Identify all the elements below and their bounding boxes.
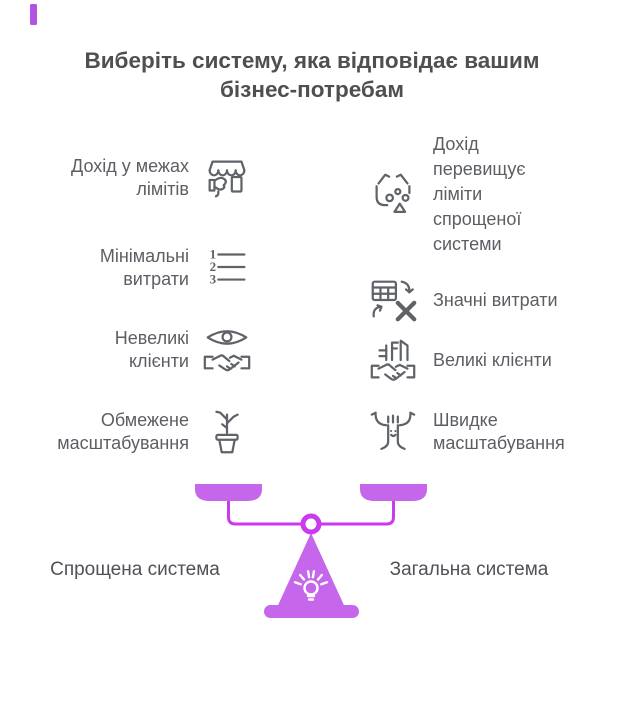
left-pan (195, 484, 262, 501)
page-title: Виберіть систему, яка відповідає вашим б… (84, 48, 540, 102)
numbered-list-icon: 1 2 3 (200, 241, 254, 295)
item-label: Значні витрати (433, 289, 558, 310)
benefit-item-small-clients: Невеликі клієнти (30, 318, 254, 382)
benefit-item-significant-costs: Значні витрати (366, 270, 612, 330)
tree-icon (366, 405, 420, 459)
item-label: Дохід у межах лімітів (71, 156, 189, 199)
right-verdict-label: Загальна система (389, 559, 549, 580)
svg-text:2: 2 (210, 259, 217, 274)
item-label: Мінімальні витрати (99, 246, 189, 289)
pivot-ring (300, 513, 322, 535)
building-handshake-icon (366, 333, 420, 387)
right-pan (360, 484, 427, 501)
item-label: Швидке масштабування (433, 410, 565, 453)
benefit-item-income-within-limits: Дохід у межах лімітів (30, 146, 254, 210)
item-label: Невеликі клієнти (114, 328, 189, 371)
svg-text:3: 3 (210, 271, 217, 286)
item-label: Великі клієнти (433, 349, 552, 370)
benefit-item-big-clients: Великі клієнти (366, 332, 612, 388)
item-label: Дохід перевищує ліміти спрощеної системи (433, 133, 526, 254)
balance-scale-illustration (195, 484, 427, 618)
scale-base (264, 605, 359, 618)
text-cursor (30, 4, 37, 25)
eye-handshake-icon (200, 323, 254, 377)
item-label: Обмежене масштабування (57, 410, 189, 453)
benefit-item-fast-scaling: Швидке масштабування (366, 400, 612, 464)
scale-body (278, 533, 344, 609)
svg-text:1: 1 (210, 246, 217, 261)
benefit-item-minimal-costs: Мінімальні витрати 1 2 3 (30, 236, 254, 300)
storefront-icon (200, 151, 254, 205)
lightbulb-icon (293, 570, 329, 601)
benefit-item-limited-scaling: Обмежене масштабування (30, 400, 254, 464)
potted-plant-icon (200, 405, 254, 459)
benefit-item-income-exceeds-limits: Дохід перевищує ліміти спрощеної системи (366, 128, 612, 260)
spreadsheet-x-icon (366, 273, 420, 327)
basket-overflow-icon (366, 167, 420, 221)
left-verdict-label: Спрощена система (50, 559, 220, 580)
